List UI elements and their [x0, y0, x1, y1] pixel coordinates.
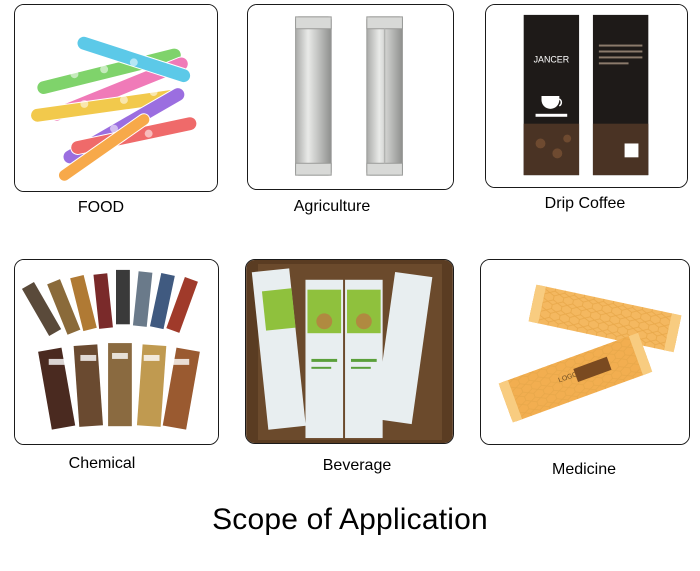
beverage-image-card	[245, 259, 454, 444]
coffee-stick-packs-image: JANCER	[486, 5, 687, 187]
medicine-image-card: LOGO	[480, 259, 690, 445]
agriculture-image-card	[247, 4, 454, 190]
drip-coffee-image-card: JANCER	[485, 4, 688, 188]
page-title: Scope of Application	[212, 503, 488, 536]
medicine-label: Medicine	[551, 461, 617, 478]
silver-stick-sachets-image	[248, 5, 453, 189]
chemical-label: Chemical	[68, 455, 136, 472]
chemical-image-card	[14, 259, 219, 445]
assorted-stick-packs-image	[15, 260, 218, 444]
food-image-card	[14, 4, 218, 192]
green-beverage-sachets-image	[246, 260, 453, 443]
drip-coffee-label: Drip Coffee	[544, 195, 626, 212]
food-label: FOOD	[77, 199, 125, 216]
coffee-brand-text: JANCER	[534, 54, 570, 64]
honeycomb-pillow-packs-image: LOGO	[481, 260, 689, 444]
jelly-stick-candies-image	[15, 5, 217, 191]
agriculture-label: Agriculture	[293, 198, 371, 215]
beverage-label: Beverage	[322, 457, 392, 474]
